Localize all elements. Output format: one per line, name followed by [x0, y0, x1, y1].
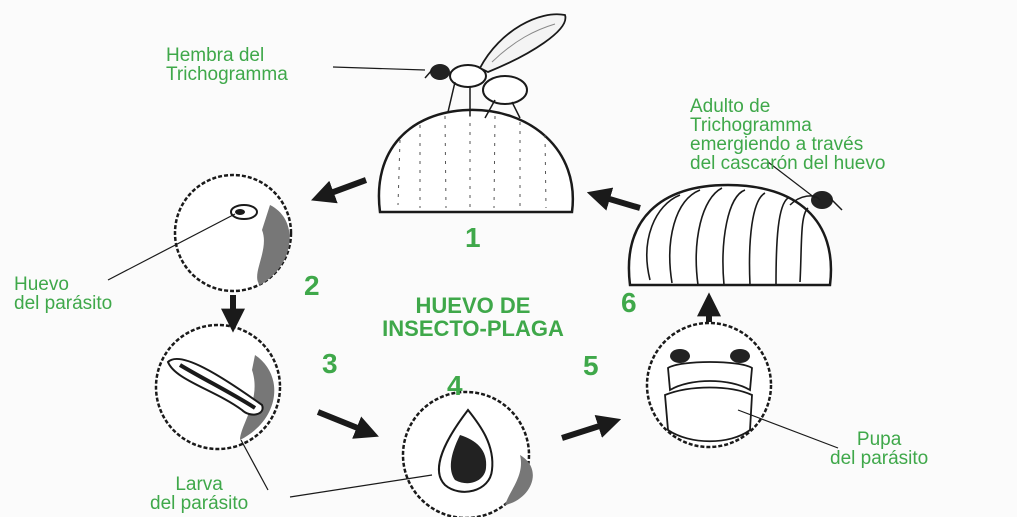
label-huevo-line1: Huevo: [14, 275, 112, 294]
host-egg-stage-6: [629, 185, 831, 285]
center-title-line1: HUEVO DE: [335, 294, 611, 317]
center-title-line2: INSECTO-PLAGA: [335, 317, 611, 340]
label-hembra: Hembra del Trichogramma: [166, 46, 288, 84]
hembra-leader-line: [333, 67, 425, 70]
label-pupa-line1: Pupa: [830, 430, 928, 449]
female-wasp-icon: [425, 14, 565, 118]
label-huevo-parasito: Huevo del parásito: [14, 275, 112, 313]
label-adulto: Adulto de Trichogramma emergiendo a trav…: [690, 97, 885, 173]
stage-number-4: 4: [447, 370, 463, 402]
label-larva: Larva del parásito: [150, 475, 248, 513]
label-larva-line1: Larva: [150, 475, 248, 494]
label-pupa: Pupa del parásito: [830, 430, 928, 468]
host-egg-stage-1: [379, 110, 573, 212]
arrow-1-to-2: [320, 180, 366, 197]
stage-number-2: 2: [304, 270, 320, 302]
label-hembra-line2: Trichogramma: [166, 65, 288, 84]
label-adulto-line4: del cascarón del huevo: [690, 154, 885, 173]
label-adulto-line3: emergiendo a través: [690, 135, 885, 154]
stage-number-5: 5: [583, 350, 599, 382]
arrow-6-to-1: [596, 195, 640, 208]
host-egg-stage-5: [647, 323, 771, 447]
arrow-4-to-5: [562, 422, 612, 438]
label-pupa-line2: del parásito: [830, 449, 928, 468]
arrow-3-to-4: [318, 412, 370, 433]
label-hembra-line1: Hembra del: [166, 46, 288, 65]
label-larva-line2: del parásito: [150, 494, 248, 513]
stage-number-3: 3: [322, 348, 338, 380]
host-egg-stage-2: [175, 175, 291, 291]
host-egg-stage-3: [156, 325, 280, 449]
stage-number-6: 6: [621, 287, 637, 319]
label-huevo-line2: del parásito: [14, 294, 112, 313]
label-adulto-line2: Trichogramma: [690, 116, 885, 135]
label-adulto-line1: Adulto de: [690, 97, 885, 116]
stage-number-1: 1: [465, 222, 481, 254]
center-title: HUEVO DE INSECTO-PLAGA: [335, 294, 611, 340]
host-egg-stage-4: [403, 392, 533, 517]
